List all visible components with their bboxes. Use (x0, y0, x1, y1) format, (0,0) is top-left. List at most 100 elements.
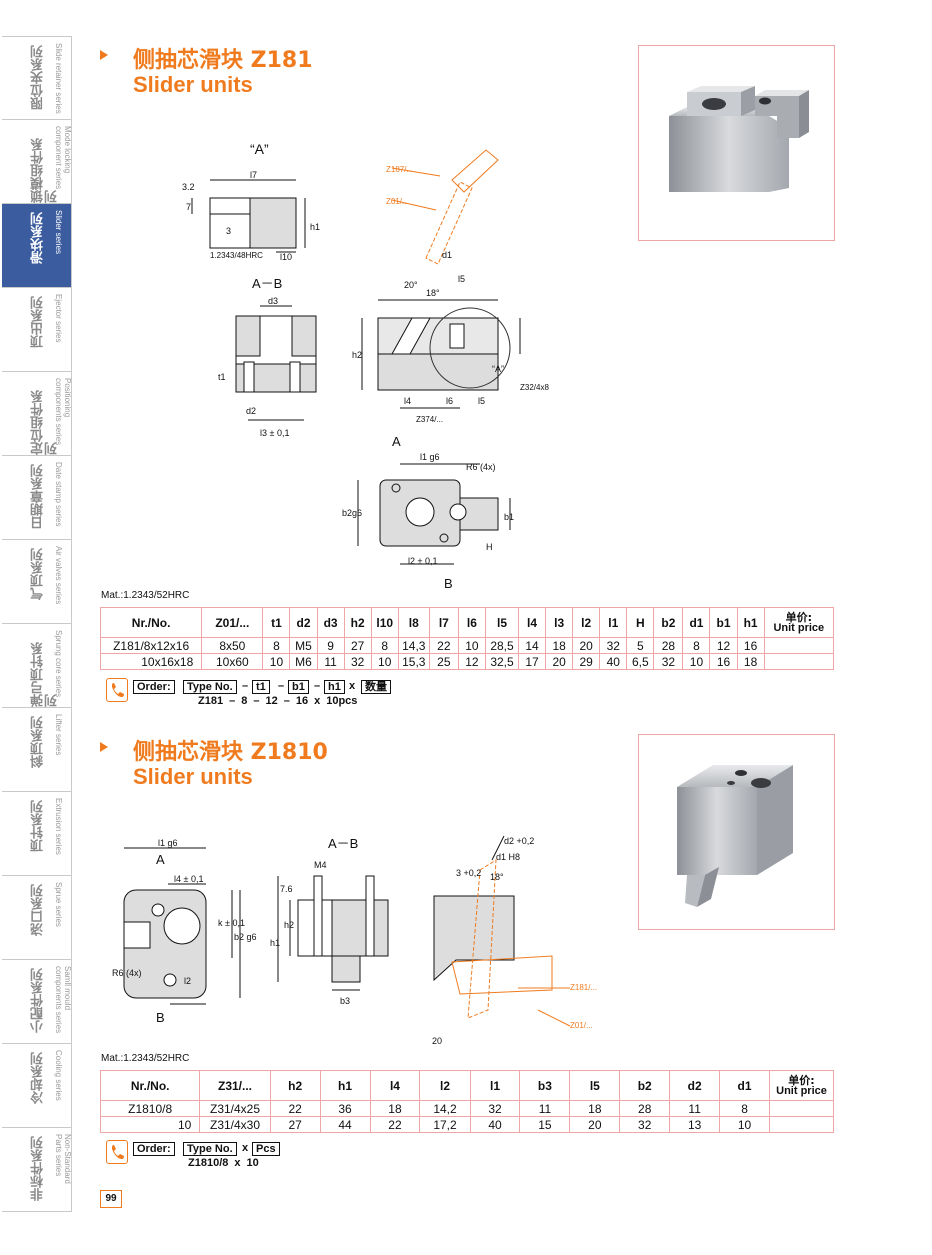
order-x: x (349, 680, 356, 692)
unit-price-en: Unit price (773, 621, 825, 634)
col-header: l2 (572, 607, 601, 638)
sidebar-tab-label-en: Non-Standard Parts series (54, 1134, 72, 1184)
table-cell: 11 (669, 1100, 721, 1117)
order-field-t1: t1 (252, 680, 270, 694)
order2-field-pcs: Pcs (252, 1142, 280, 1156)
dim-l10: l10 (280, 252, 292, 262)
sidebar-tab-label-en: Slide retainer series (54, 43, 63, 114)
dim2-r6: R6 (4x) (112, 968, 142, 978)
order-example-part: Z1810/8 (188, 1157, 229, 1169)
label-b: B (444, 576, 453, 590)
sidebar-tab-label-en: Cooling series (54, 1050, 63, 1101)
label-a: A (392, 434, 401, 449)
material-z181: Mat.:1.2343/52HRC (101, 590, 190, 601)
triangle-bullet-icon (100, 50, 108, 60)
dim2-l1: l1 g6 (158, 838, 178, 848)
label-a-mark: “A” (492, 364, 504, 374)
section1-title-cn: 侧抽芯滑块 Z181 (133, 48, 313, 73)
label-view-a: “A” (250, 141, 269, 157)
col-header-unit-price: 单价:Unit price (769, 1070, 834, 1101)
table-cell: 18 (737, 653, 765, 670)
order-label: Order: (133, 680, 175, 694)
sidebar-tab-label-en: Lifter series (54, 714, 63, 756)
sidebar-tab-label-cn: 小配件系列 (31, 968, 46, 1033)
label2-a: A (156, 852, 165, 867)
table-cell: 8 (262, 637, 291, 654)
sidebar-tab-8[interactable]: 斜顶系列 Lifter series (2, 708, 72, 792)
table-cell: 8 (371, 637, 399, 654)
table-cell: 14 (518, 637, 547, 654)
label-hrc: 1.2343/48HRC (210, 251, 263, 260)
dim-d2: d2 (246, 406, 256, 416)
label2-z181: Z181/... (570, 983, 597, 992)
table-cell: 28 (619, 1100, 671, 1117)
table-cell: 20 (545, 653, 574, 670)
table-cell: 17 (518, 653, 547, 670)
col-header-unit-price: 单价:Unit price (764, 607, 835, 638)
col-header: l3 (545, 607, 574, 638)
label-z01-a: Z01/... (386, 197, 409, 206)
table-cell: 32 (653, 653, 684, 670)
order-field-b1: b1 (288, 680, 309, 694)
dim-l5: l5 (458, 274, 465, 284)
col-header: h1 (737, 607, 765, 638)
order-dash-3: – (314, 680, 321, 692)
order-example-part: 10 (246, 1157, 259, 1169)
sidebar-tab-label-cn: 日期章系列 (31, 464, 46, 529)
table-cell: 28,5 (485, 637, 520, 654)
table-cell: 10 (719, 1116, 770, 1133)
order-z181: Order: Type No. – t1 – b1 – h1 x 数量 Z181… (106, 678, 426, 708)
dim-H: H (486, 542, 493, 552)
table-cell: 44 (320, 1116, 371, 1133)
col-header: l6 (458, 607, 486, 638)
table-cell: 27 (344, 637, 372, 654)
sidebar-tab-label-en: Extrusion series (54, 798, 63, 855)
table-cell: 10 (371, 653, 399, 670)
order-dash-2: – (278, 680, 285, 692)
sidebar-tab-label-en: Slider series (54, 210, 63, 255)
sidebar-tab-2[interactable]: 滑块系列 Slider series (2, 204, 72, 288)
dim-angle-20: 20° (404, 280, 418, 290)
label-z32: Z32/4x8 (520, 383, 549, 392)
dim2-b2: b2 g6 (234, 932, 257, 942)
col-header: l5 (485, 607, 520, 638)
col-header: l4 (518, 607, 547, 638)
col-header: d2 (289, 607, 318, 638)
table-cell: 8 (682, 637, 711, 654)
dim-r6: R6 (4x) (466, 462, 496, 472)
table-cell (769, 1100, 834, 1117)
triangle-bullet-icon (100, 742, 108, 752)
table-cell: 10 (100, 1116, 201, 1133)
col-header: l2 (419, 1070, 471, 1101)
label-z187: Z187/... (386, 165, 413, 174)
col-header: l10 (371, 607, 399, 638)
table-cell: 10x60 (201, 653, 264, 670)
dim-d1: d1 (442, 250, 452, 260)
sidebar-tab-label-en: Mode locking component series (54, 126, 72, 190)
dim2-3: 3 +0,2 (456, 868, 481, 878)
table-cell: M6 (289, 653, 318, 670)
dim-h1: h1 (310, 222, 320, 232)
col-header: d3 (317, 607, 345, 638)
order-field-h1: h1 (324, 680, 345, 694)
col-header: l7 (429, 607, 459, 638)
sidebar-tab-label-cn: 斜顶系列 (31, 716, 46, 768)
sidebar-tab-label-cn: 滑块系列 (31, 212, 46, 264)
order-example-part: – (283, 695, 290, 707)
table-cell: 14,3 (398, 637, 430, 654)
